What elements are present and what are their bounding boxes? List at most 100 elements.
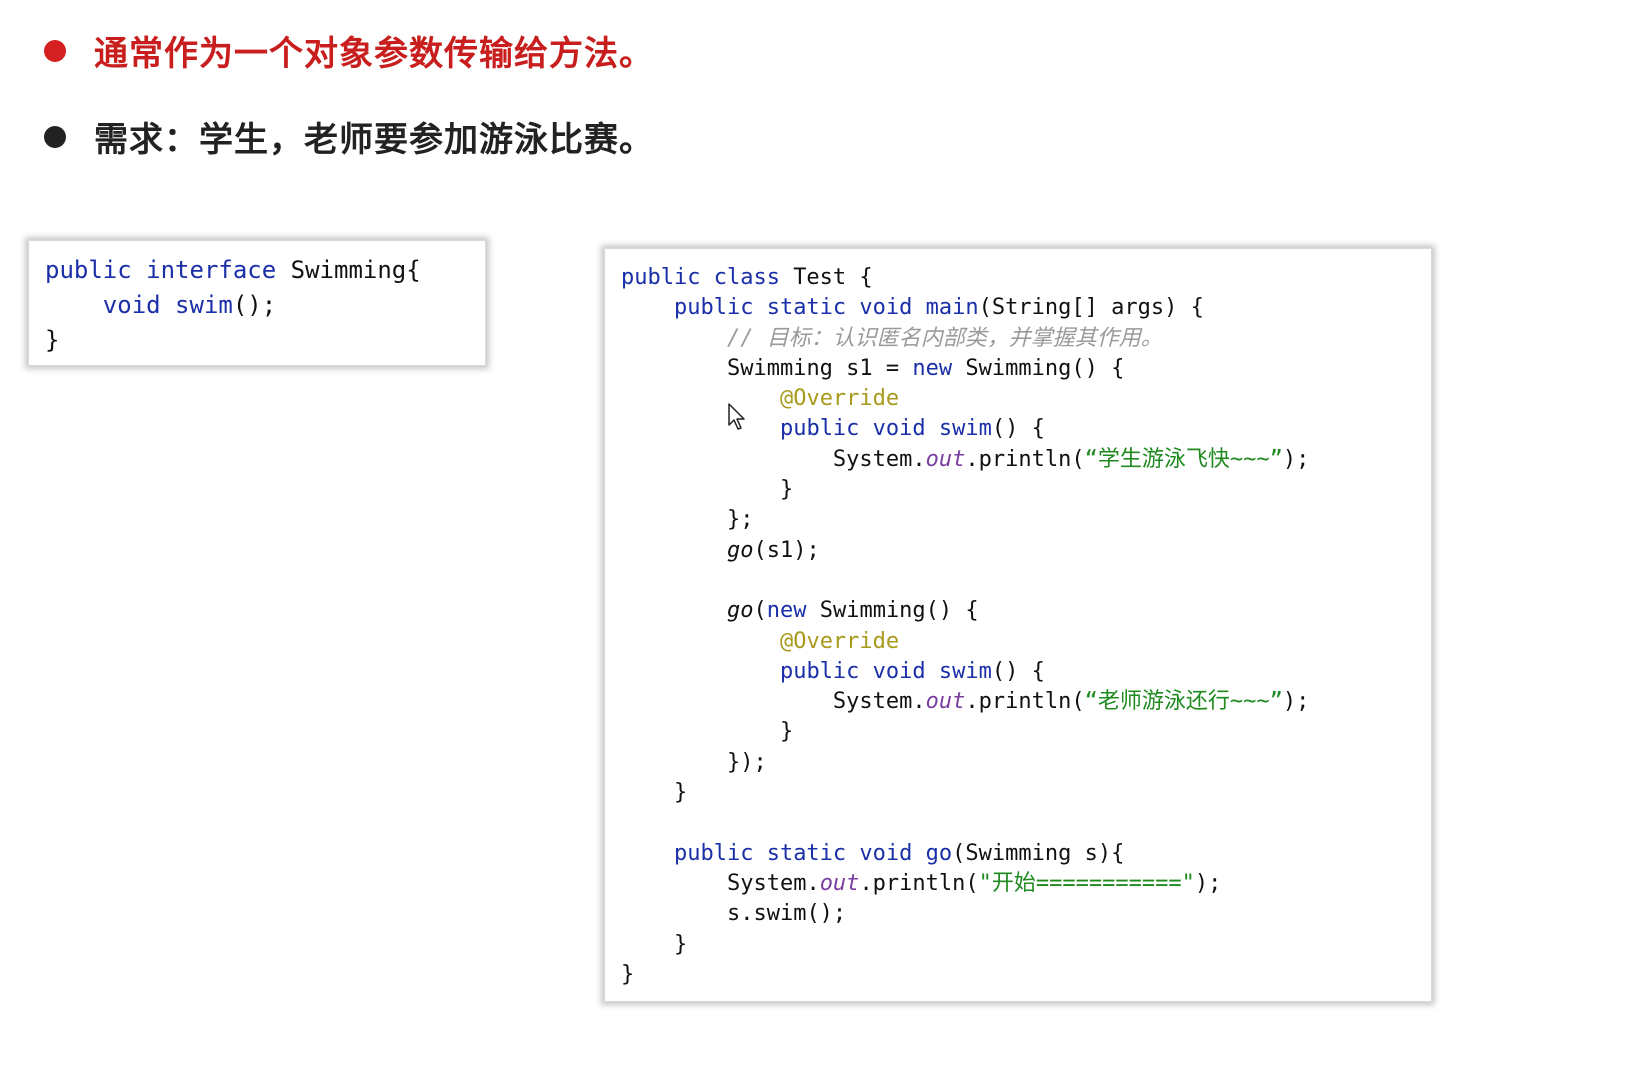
code-line: public static void go(Swimming s){	[621, 839, 1309, 869]
code-line: }	[621, 475, 1309, 505]
code-string: “老师游泳还行~~~”	[1084, 689, 1283, 715]
code-line: @Override	[621, 384, 1309, 414]
code-method: swim	[175, 291, 233, 319]
code-line: Swimming s1 = new Swimming() {	[621, 354, 1309, 384]
code-line: go(new Swimming() {	[621, 596, 1309, 626]
code-keyword: void	[45, 291, 176, 319]
code-indent	[621, 356, 727, 381]
code-field: out	[819, 870, 860, 896]
code-line: }	[621, 961, 635, 987]
code-line: }	[45, 326, 60, 354]
code-text: (Swimming s){	[952, 840, 1125, 866]
bullet-item-2: 需求：学生，老师要参加游泳比赛。	[44, 112, 654, 161]
code-indent	[621, 689, 833, 714]
code-indent	[621, 871, 727, 896]
code-indent	[621, 659, 780, 684]
code-text: Swimming s1 =	[726, 355, 913, 381]
code-indent	[621, 932, 674, 957]
interface-code: public interface Swimming{ void swim();}	[45, 253, 421, 358]
code-indent	[621, 750, 727, 775]
code-method: swim	[938, 416, 992, 442]
code-line: System.out.println(“学生游泳飞快~~~”);	[621, 445, 1309, 475]
code-indent	[621, 598, 727, 623]
code-line-blank: ​	[621, 808, 1309, 838]
code-indent	[621, 629, 780, 654]
code-line: System.out.println("开始===========");	[621, 869, 1309, 899]
bullet-text-2: 需求：学生，老师要参加游泳比赛。	[94, 120, 654, 160]
code-text: System.	[832, 689, 926, 715]
code-text: }	[673, 780, 688, 806]
bullet-item-1: 通常作为一个对象参数传输给方法。	[44, 26, 654, 75]
code-text: .println(	[965, 689, 1085, 715]
code-indent	[621, 507, 727, 532]
code-text: Swimming() {	[806, 598, 979, 624]
code-indent	[621, 841, 674, 866]
code-text: };	[726, 507, 754, 533]
code-field: out	[925, 446, 966, 472]
code-text: Swimming{	[290, 256, 421, 284]
code-keyword: new	[912, 355, 953, 381]
code-comment: // 目标：认识匿名内部类，并掌握其作用。	[726, 325, 1163, 351]
code-text: );	[1194, 870, 1222, 896]
code-text: .println(	[965, 446, 1085, 472]
code-line-blank: ​	[621, 566, 1309, 596]
code-indent	[621, 901, 727, 926]
code-keyword: new	[766, 598, 807, 624]
code-text: s.swim();	[726, 901, 847, 927]
code-line: };	[621, 505, 1309, 535]
code-keyword: public class	[621, 265, 794, 290]
code-text: });	[726, 749, 767, 775]
code-indent	[621, 386, 780, 411]
code-indent	[621, 447, 833, 472]
code-indent	[621, 780, 674, 805]
code-line: System.out.println(“老师游泳还行~~~”);	[621, 687, 1309, 717]
code-text: Swimming() {	[952, 355, 1125, 381]
code-text: (String[] args) {	[978, 295, 1204, 321]
code-text: (	[753, 598, 767, 624]
code-text: }	[673, 931, 688, 957]
test-class-code-box: public class Test { public static void m…	[604, 248, 1432, 1002]
code-text: }	[779, 477, 794, 503]
code-method: swim	[938, 658, 992, 684]
code-line: public class Test {	[621, 263, 1309, 293]
code-line: @Override	[621, 627, 1309, 657]
code-static-call: go	[726, 537, 754, 563]
code-line: }	[621, 717, 1309, 747]
bullet-dot-icon	[44, 125, 66, 148]
code-text: (s1);	[753, 537, 820, 563]
code-line: });	[621, 748, 1309, 778]
code-text: System.	[726, 870, 820, 896]
code-indent	[621, 326, 727, 351]
code-text: }	[779, 719, 794, 745]
code-keyword: public void	[779, 658, 939, 684]
code-indent	[621, 416, 780, 441]
code-line: }	[621, 778, 1309, 808]
code-line: go(s1);	[621, 536, 1309, 566]
code-line: public static void main(String[] args) {	[621, 293, 1309, 323]
code-line: void swim();	[45, 288, 421, 323]
code-line: public interface Swimming{	[45, 253, 421, 288]
code-text: System.	[832, 446, 926, 472]
code-string: “学生游泳飞快~~~”	[1084, 446, 1283, 472]
bullet-dot-icon	[44, 39, 66, 62]
code-line: public void swim() {	[621, 657, 1309, 687]
code-annotation: @Override	[779, 628, 900, 654]
code-string: "开始==========="	[978, 870, 1195, 896]
code-indent	[621, 538, 727, 563]
code-line: public void swim() {	[621, 414, 1309, 444]
code-line: }	[621, 930, 1309, 960]
code-method: go	[925, 840, 953, 866]
test-class-code: public class Test { public static void m…	[621, 263, 1309, 990]
code-indent	[621, 295, 674, 320]
code-text: );	[1282, 689, 1310, 715]
code-text: Test {	[793, 265, 873, 290]
code-indent	[621, 719, 780, 744]
interface-code-box: public interface Swimming{ void swim();}	[28, 240, 486, 366]
code-text: () {	[991, 416, 1045, 442]
mouse-pointer-icon	[728, 403, 745, 430]
code-text: );	[1282, 446, 1310, 472]
code-line: s.swim();	[621, 899, 1309, 929]
code-method: main	[925, 295, 979, 321]
code-keyword: public static void	[673, 840, 926, 866]
bullet-text-1: 通常作为一个对象参数传输给方法。	[94, 34, 654, 74]
